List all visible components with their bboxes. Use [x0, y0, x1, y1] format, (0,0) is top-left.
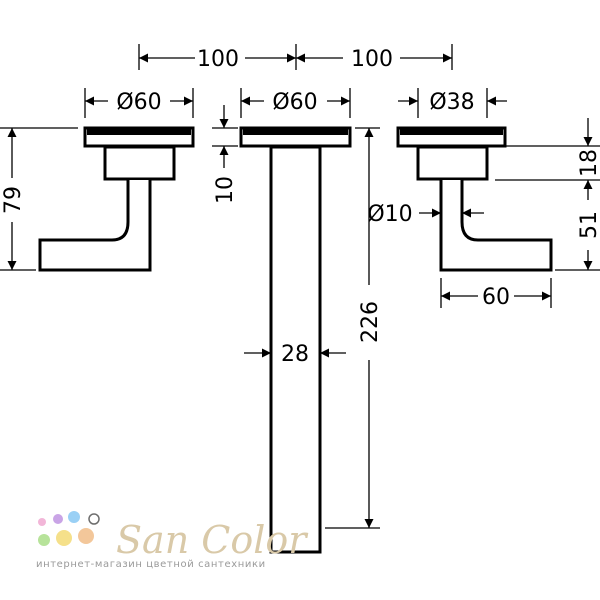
dim-spout-width: 28: [281, 342, 309, 367]
logo-dot: [38, 518, 46, 526]
left-handle-body: [103, 145, 176, 181]
dimension-lines: [0, 44, 600, 529]
left-handle-lever: [38, 180, 152, 272]
dim-height-left: 79: [1, 186, 26, 214]
logo-dot: [53, 514, 63, 524]
dim-right-top: 18: [577, 149, 600, 177]
logo-dot: [38, 534, 50, 546]
logo-tagline: интернет-магазин цветной сантехники: [36, 559, 266, 570]
dim-dia-spout: Ø60: [272, 90, 317, 115]
dim-spout-length: 226: [358, 301, 383, 343]
logo-name: San Color: [116, 518, 309, 562]
dim-right-bottom: 51: [577, 211, 600, 239]
dim-dia-left-handle: Ø60: [116, 90, 161, 115]
right-handle-body: [416, 145, 489, 181]
left-handle: [38, 126, 195, 272]
sancolor-logo: San Color интернет-магазин цветной санте…: [36, 511, 309, 570]
right-handle-lever: [439, 180, 553, 272]
spout: [239, 126, 352, 554]
logo-mark: [88, 513, 100, 525]
dim-rosette-height: 10: [213, 176, 238, 204]
dim-lever-length: 60: [482, 285, 510, 310]
dim-lever-dia: Ø10: [367, 202, 412, 227]
dim-spacing-left: 100: [197, 47, 239, 72]
dim-dia-right-handle: Ø38: [429, 90, 474, 115]
logo-dot: [56, 530, 72, 546]
dim-spacing-right: 100: [351, 47, 393, 72]
spout-pipe: [269, 145, 322, 554]
right-handle: [396, 126, 553, 272]
logo-dot: [78, 528, 94, 544]
logo-dot: [68, 511, 80, 523]
